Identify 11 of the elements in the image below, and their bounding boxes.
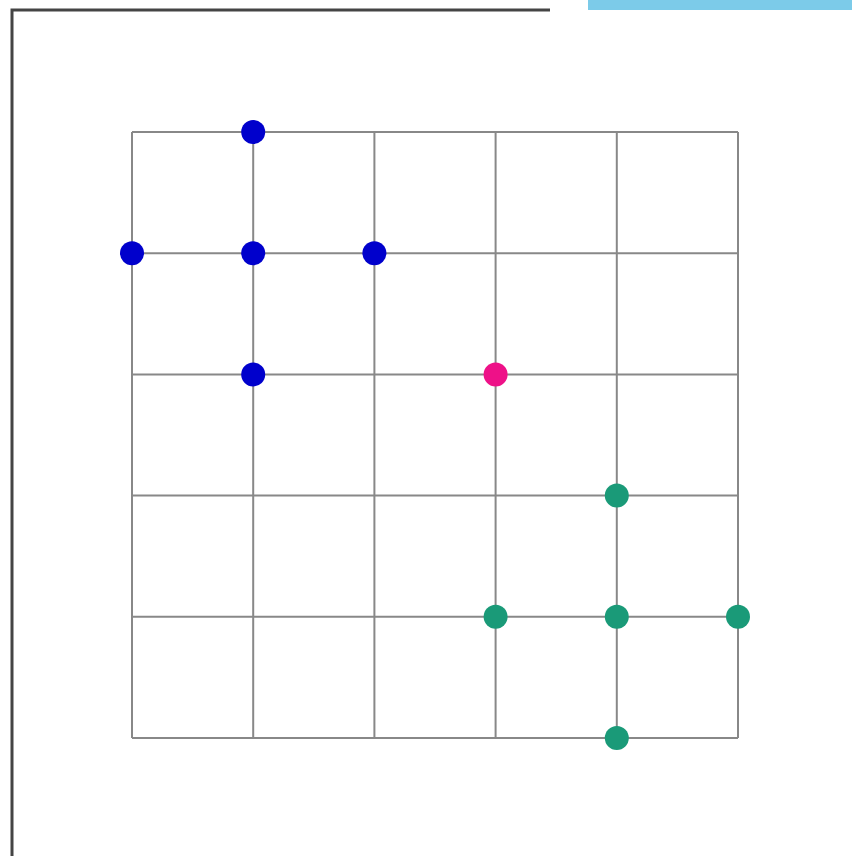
dot (604, 483, 629, 508)
dot (241, 241, 266, 266)
dot (241, 362, 266, 387)
dot (604, 604, 629, 629)
dot (120, 241, 144, 266)
dot (362, 241, 387, 266)
dot (483, 604, 508, 629)
dot (604, 726, 629, 750)
dot (483, 362, 508, 387)
dot (241, 120, 266, 144)
dot (726, 604, 750, 629)
